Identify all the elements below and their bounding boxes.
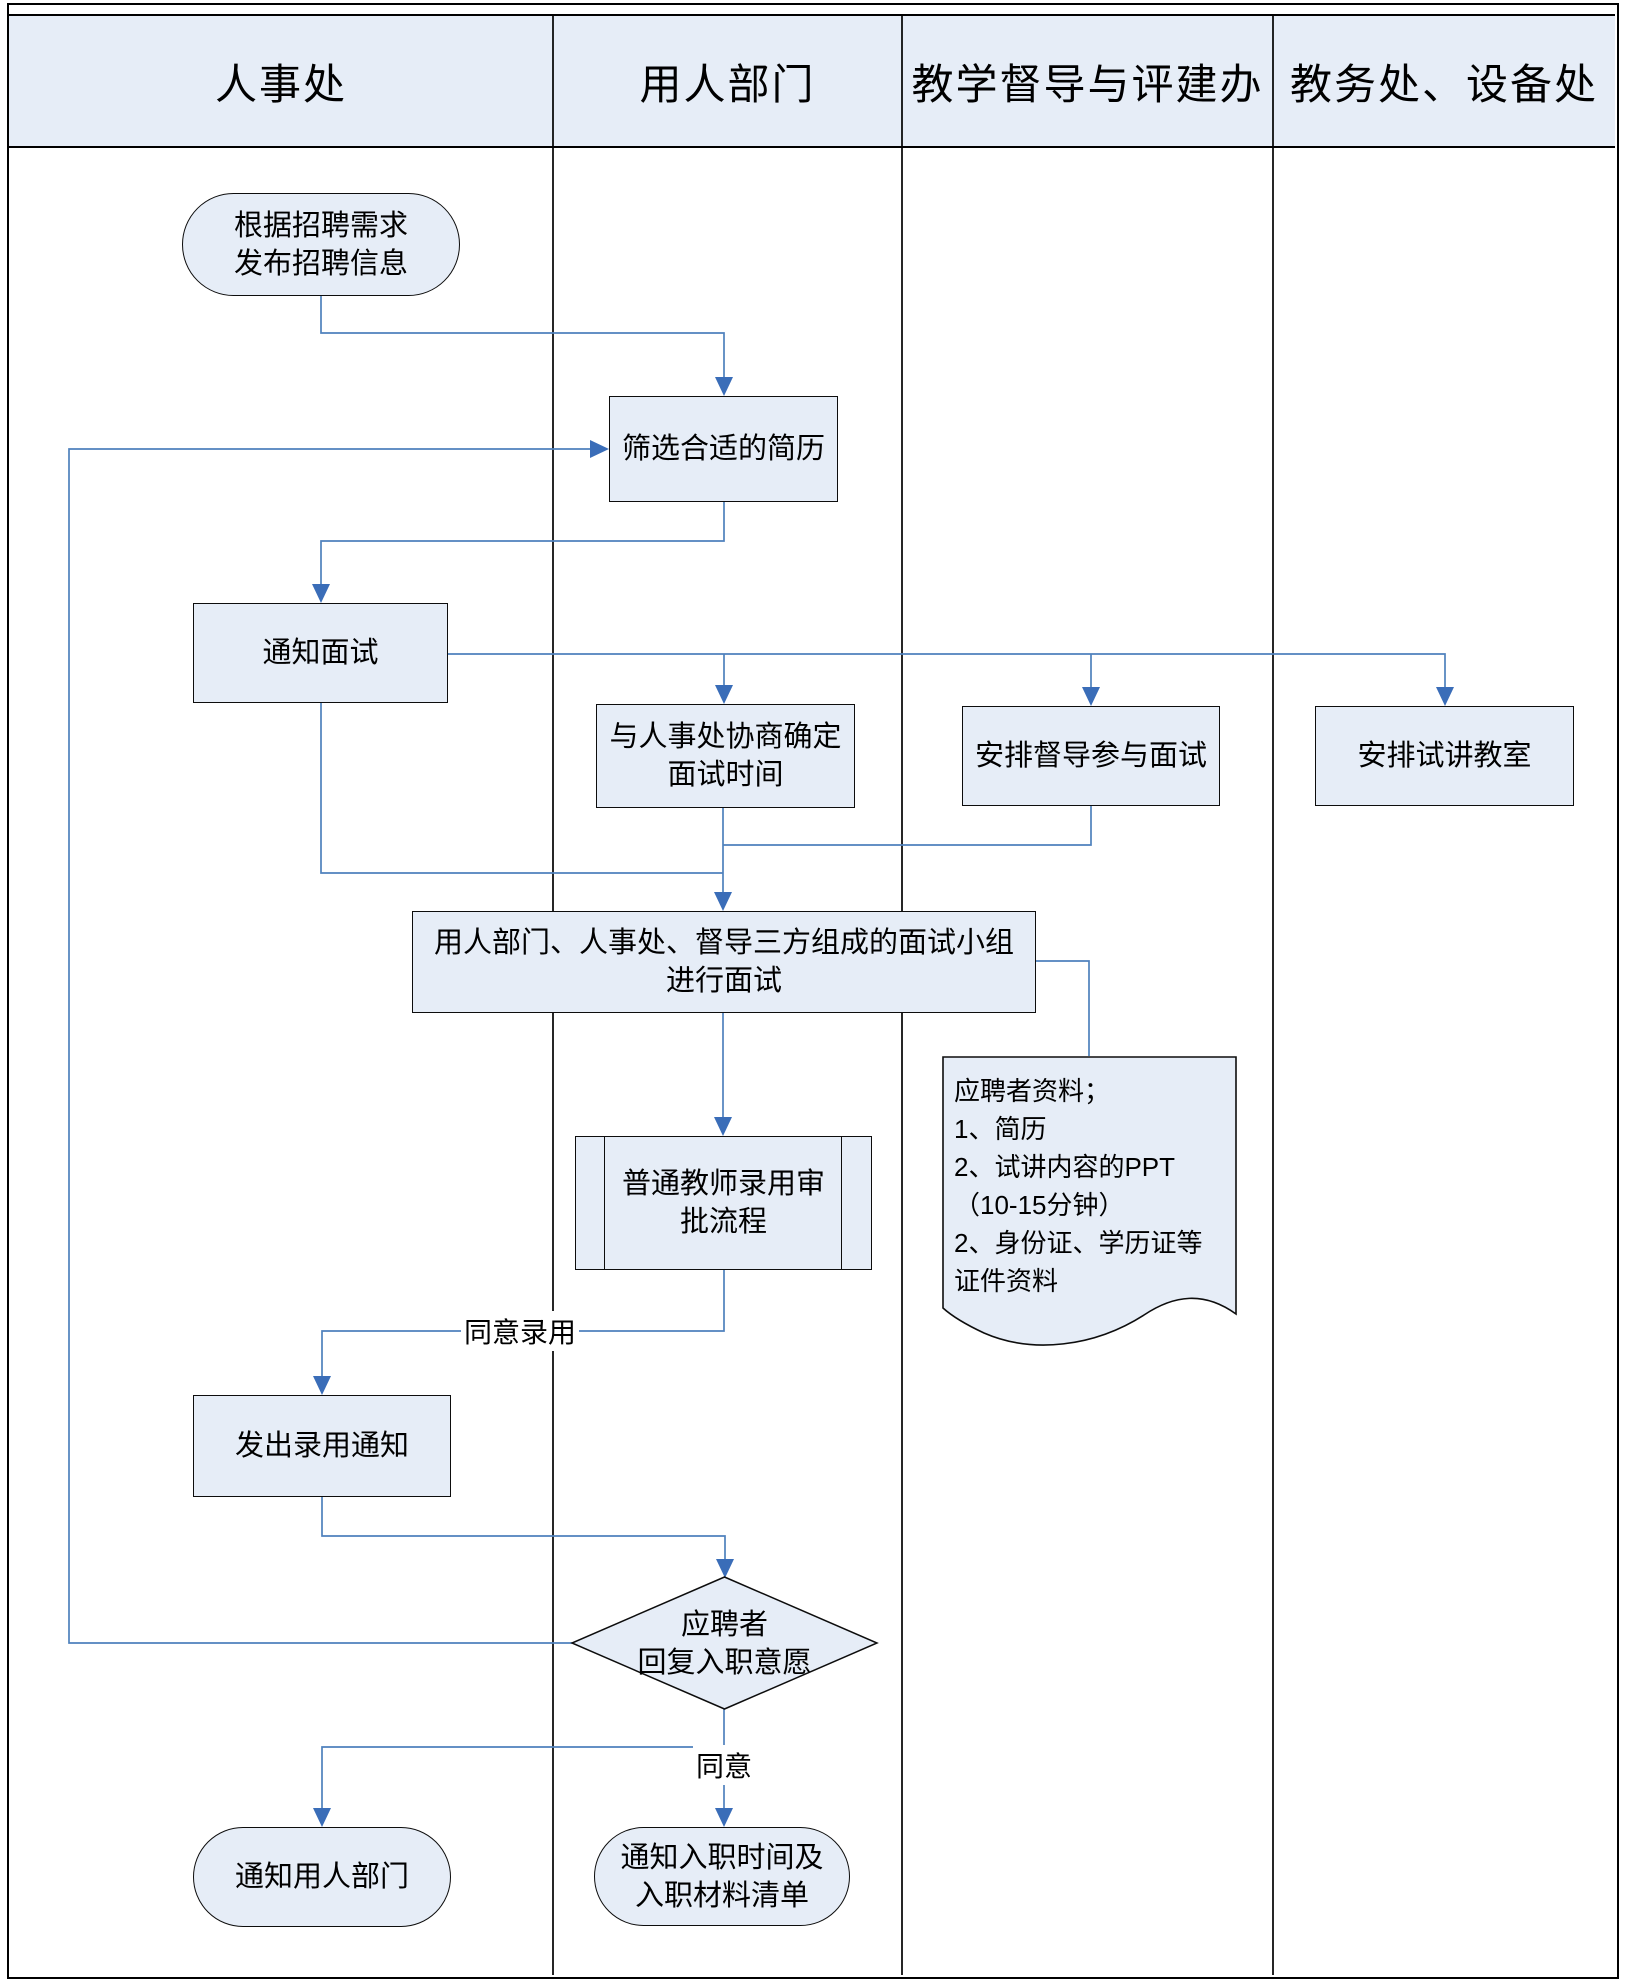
edge-decision-to-notify-dept [321,1746,725,1808]
node-arrange-supervisor: 安排督导参与面试 [962,706,1220,806]
edge-decision-feedback-to-screen [68,448,590,1644]
lane-header-label: 教学督导与评建办 [911,60,1264,108]
node-approval-subprocess: 普通教师录用审 批流程 [575,1136,872,1270]
edge-merge-to-panel [320,703,1092,892]
node-screen-resumes: 筛选合适的简历 [609,396,838,502]
lane-header-label: 用人部门 [639,60,816,108]
node-applicant-reply-decision: 应聘者 回复入职意愿 [570,1576,879,1711]
page-frame [7,3,1619,1979]
node-label: 安排试讲教室 [1357,740,1532,772]
document-shape-outline [942,1056,1237,1346]
swimlane-header-band [9,14,1615,148]
edge-label-agree: 同意 [692,1745,756,1785]
lane-header-academic: 教务处、设备处 [1273,14,1615,148]
node-interview-panel: 用人部门、人事处、督导三方组成的面试小组 进行面试 [412,911,1036,1013]
node-schedule-interview-time: 与人事处协商确定 面试时间 [596,704,855,808]
node-publish-recruitment-info: 根据招聘需求 发布招聘信息 [182,193,460,296]
node-label: 应聘者 回复入职意愿 [637,1608,812,1679]
node-label: 根据招聘需求 发布招聘信息 [233,209,408,280]
node-applicant-documents: 应聘者资料； 1、简历 2、试讲内容的PPT （10-15分钟） 2、身份证、学… [942,1056,1238,1348]
node-notify-employing-dept: 通知用人部门 [193,1827,451,1927]
lane-header-employing: 用人部门 [553,14,902,148]
node-label: 筛选合适的简历 [621,433,825,465]
node-notify-onboarding-info: 通知入职时间及 入职材料清单 [594,1827,850,1926]
lane-header-label: 教务处、设备处 [1289,60,1598,108]
node-arrange-classroom: 安排试讲教室 [1315,706,1574,806]
edge-screen-to-notify-interview [320,502,725,584]
lane-header-supervision: 教学督导与评建办 [902,14,1273,148]
node-notify-interview: 通知面试 [193,603,448,703]
node-label: 用人部门、人事处、督导三方组成的面试小组 进行面试 [433,927,1014,997]
edge-notify-interview-branches [448,653,1446,687]
lane-header-label: 人事处 [214,60,347,108]
node-label: 安排督导参与面试 [974,740,1207,772]
lane-header-hr: 人事处 [9,14,553,148]
node-label: 应聘者资料； 1、简历 2、试讲内容的PPT （10-15分钟） 2、身份证、学… [954,1076,1203,1296]
node-label: 通知入职时间及 入职材料清单 [620,1841,824,1912]
edge-label-approve-hire: 同意录用 [460,1311,580,1351]
node-label: 与人事处协商确定 面试时间 [609,721,842,791]
diamond-shape-outline [570,1576,879,1710]
node-label: 通知面试 [262,637,379,669]
arrowheads [312,377,1454,1827]
edge-publish-to-screen [320,296,725,377]
node-label: 发出录用通知 [234,1430,409,1462]
edge-offer-to-decision [321,1497,726,1559]
edge-panel-to-document [1036,960,1090,1056]
node-send-offer: 发出录用通知 [193,1395,451,1497]
node-label: 普通教师录用审 批流程 [621,1168,825,1238]
node-label: 通知用人部门 [234,1861,409,1893]
